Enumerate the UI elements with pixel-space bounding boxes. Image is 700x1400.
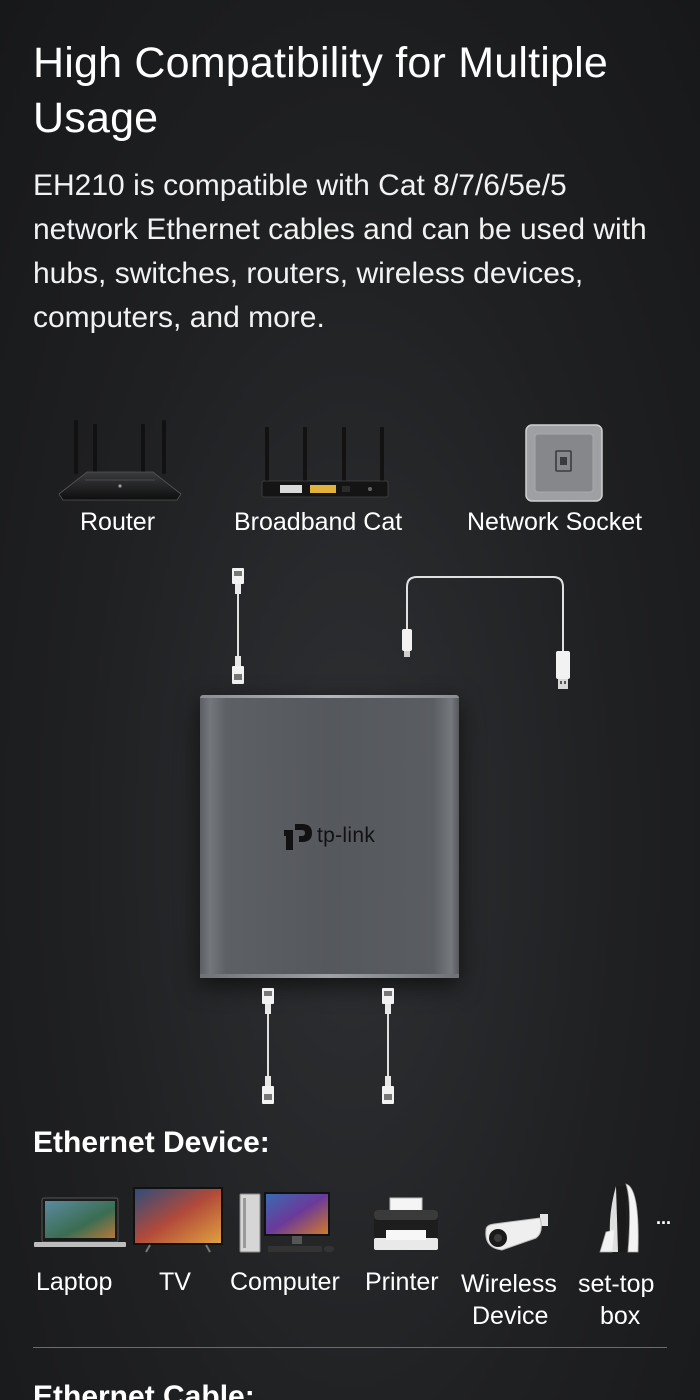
more-indicator: ... xyxy=(656,1208,672,1228)
ethernet-cable-top-icon xyxy=(232,568,244,684)
usb-cable-icon xyxy=(402,576,570,689)
broadband-cat-icon xyxy=(261,427,389,498)
laptop-icon xyxy=(34,1197,126,1247)
ethernet-cable-bottom-left-icon xyxy=(262,988,274,1104)
network-socket-icon xyxy=(525,424,603,502)
tp-link-logo-icon xyxy=(284,824,312,850)
tv-icon xyxy=(133,1187,223,1253)
ethernet-cable-title: Ethernet Cable: xyxy=(33,1380,255,1400)
device-label-computer: Computer xyxy=(230,1268,340,1296)
device-label-wireless-line1: Wireless xyxy=(461,1270,557,1298)
page-title: High Compatibility for Multiple Usage xyxy=(33,39,608,142)
source-label-broadband-cat: Broadband Cat xyxy=(234,508,403,536)
ethernet-device-title: Ethernet Device: xyxy=(33,1126,270,1159)
section-divider xyxy=(33,1347,667,1348)
computer-icon xyxy=(239,1192,334,1253)
wireless-camera-icon xyxy=(485,1214,548,1251)
device-label-tv: TV xyxy=(159,1268,191,1296)
tp-link-logo: tp-link xyxy=(282,821,375,851)
device-label-set-top-line2: box xyxy=(600,1302,641,1330)
ethernet-cable-bottom-right-icon xyxy=(382,988,394,1104)
source-label-network-socket: Network Socket xyxy=(467,508,643,536)
device-label-printer: Printer xyxy=(365,1268,439,1296)
source-label-router: Router xyxy=(80,508,156,536)
device-label-laptop: Laptop xyxy=(36,1268,113,1296)
adapter-device: tp-link xyxy=(200,695,459,978)
set-top-box-icon xyxy=(599,1183,639,1253)
device-label-set-top-line1: set-top xyxy=(578,1270,655,1298)
device-label-wireless-line2: Device xyxy=(472,1302,549,1330)
router-icon xyxy=(58,420,182,501)
printer-icon xyxy=(374,1197,438,1250)
brand-label: tp-link xyxy=(317,824,376,847)
description: EH210 is compatible with Cat 8/7/6/5e/5 … xyxy=(33,169,647,334)
